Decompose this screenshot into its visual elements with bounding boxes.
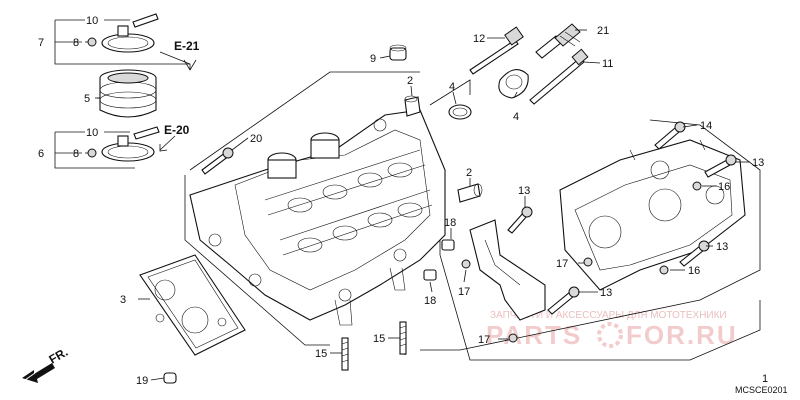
watermark-brand-left: PARTS [486, 320, 582, 350]
callout-7: 7 [38, 37, 44, 49]
front-marker-label: FR. [47, 345, 71, 367]
callout-21: 21 [597, 25, 609, 37]
callout-18-a: 18 [444, 217, 456, 229]
cylinder-head [189, 109, 446, 326]
callout-3: 3 [120, 294, 126, 306]
head-gasket-3 [139, 254, 246, 356]
spark-plug-21 [535, 23, 581, 59]
clamp-group-lower [54, 126, 176, 169]
watermark-brand-right: FOR.RU [626, 320, 738, 350]
insulator-5 [95, 69, 157, 118]
o-ring-4-b [498, 69, 529, 99]
callout-12: 12 [473, 33, 485, 45]
stud-11 [529, 48, 589, 105]
callout-19: 19 [136, 375, 148, 387]
cap-19 [163, 372, 177, 384]
callout-10-upper: 10 [86, 15, 98, 27]
callout-6: 6 [38, 148, 44, 160]
diagram-code: MCSCE0201 [735, 385, 788, 395]
washer-16-a [692, 181, 702, 191]
dowel-pin-2-upper [404, 95, 421, 117]
bolt-13-c [704, 154, 737, 178]
collar-18-a [441, 239, 455, 251]
callout-11: 11 [602, 58, 613, 70]
cam-holder-1 [559, 139, 746, 291]
bolt-13-a [507, 206, 533, 234]
front-arrow-icon [22, 363, 55, 383]
nut-17-c [508, 333, 518, 343]
callout-18-b: 18 [424, 295, 436, 307]
callout-15-b: 15 [373, 333, 385, 345]
callout-15-a: 15 [315, 348, 327, 360]
callout-10-lower: 10 [86, 127, 98, 139]
washer-16-b [659, 265, 669, 275]
dowel-pin-2-lower [457, 183, 483, 203]
watermark-gear-icon [597, 322, 623, 348]
callout-13-d: 13 [716, 241, 728, 253]
callout-17-a: 17 [556, 258, 568, 270]
callout-9: 9 [370, 53, 376, 65]
watermark-top-line: ЗАПЧАСТИ И АКСЕССУАРЫ ДЛЯ МОТОТЕХНИКИ [490, 310, 727, 321]
callout-4-right: 4 [513, 111, 519, 123]
ref-e21: E-21 [174, 39, 200, 53]
bolt-14 [654, 121, 686, 150]
callout-2-upper: 2 [407, 75, 413, 87]
leader-lines [184, 71, 761, 361]
clamp-group-upper [54, 13, 197, 71]
callout-14: 14 [700, 120, 712, 132]
callout-8-lower: 8 [73, 148, 79, 160]
bolt-13-b [547, 286, 580, 315]
watermark: ЗАПЧАСТИ И АКСЕССУАРЫ ДЛЯ МОТОТЕХНИКИ PA… [486, 310, 738, 350]
ref-e20: E-20 [164, 123, 190, 137]
callout-13-b: 13 [600, 287, 612, 299]
callout-5: 5 [84, 93, 90, 105]
collar-9 [389, 44, 407, 61]
nut-17-b [461, 259, 471, 269]
callout-4-left: 4 [449, 81, 455, 93]
callout-17-b: 17 [458, 286, 470, 298]
callout-8-upper: 8 [73, 37, 79, 49]
callout-1: 1 [762, 373, 768, 385]
callout-leaders [85, 19, 750, 381]
bolt-13-d [679, 240, 710, 267]
callout-16-b: 16 [688, 265, 700, 277]
callout-2-lower: 2 [466, 167, 472, 179]
bracket [469, 219, 546, 321]
callout-16-a: 16 [718, 181, 730, 193]
callout-labels: 10 7 8 5 10 6 8 3 20 9 12 21 11 2 4 4 2 … [38, 15, 768, 387]
bolt-20 [201, 147, 234, 175]
stud-15-b [399, 321, 407, 355]
stud-12 [469, 26, 524, 75]
callout-20: 20 [250, 133, 262, 145]
callout-13-a: 13 [518, 185, 530, 197]
callout-17-c: 17 [478, 334, 490, 346]
collar-18-b [423, 269, 437, 281]
stud-15-a [341, 337, 349, 371]
callout-13-c: 13 [752, 157, 764, 169]
o-ring-4-a [448, 104, 472, 120]
nut-17-a [583, 257, 593, 267]
